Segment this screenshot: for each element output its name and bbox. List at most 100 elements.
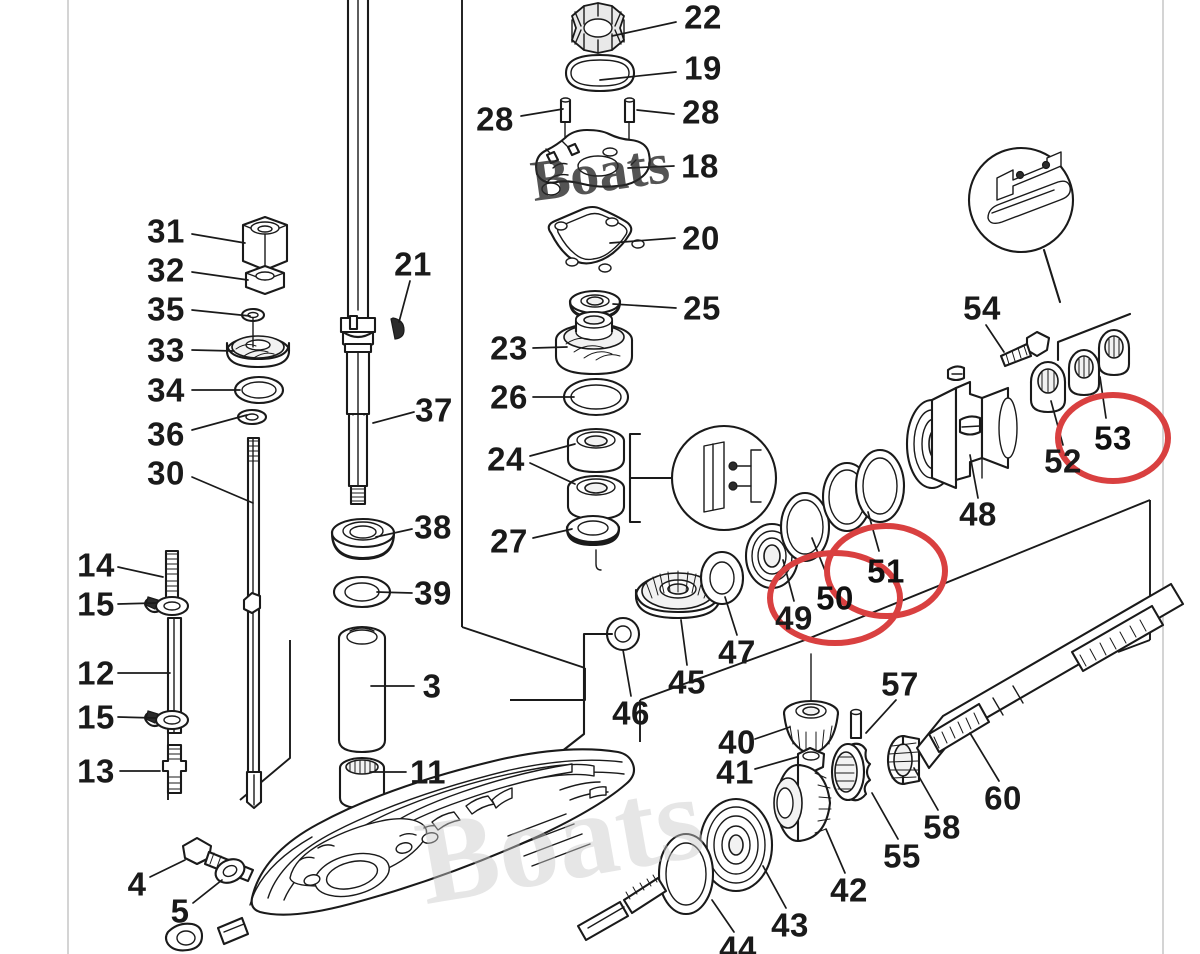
part-23-water-pump: [554, 310, 634, 376]
part-number-label-3: 3: [422, 667, 442, 705]
part-number-label-54: 54: [963, 289, 1001, 327]
part-24-bearing-upper: [566, 427, 626, 474]
part-60-propeller-shaft: [915, 582, 1185, 770]
part-47-shim-washer: [699, 550, 745, 606]
part-19-gasket-oring: [564, 53, 636, 93]
part-51b-ring: [854, 448, 906, 524]
part-number-label-45: 45: [668, 663, 706, 701]
leader-lines: [117, 21, 1107, 933]
part-number-label-31: 31: [147, 212, 185, 250]
part-31-nut: [241, 215, 289, 272]
part-number-label-38: 38: [414, 508, 452, 546]
part-number-label-48: 48: [959, 495, 997, 533]
part-number-label-52: 52: [1044, 442, 1082, 480]
part-38-bearing: [330, 517, 396, 561]
part-26-oring: [562, 377, 630, 417]
part-34-oring: [233, 375, 285, 405]
part-40-pinion-gear: [782, 653, 840, 755]
gearcase-lower-extras: [164, 916, 250, 952]
part-53-bushing-b: [1097, 328, 1131, 377]
part-58-sleeve: [886, 734, 921, 786]
part-number-label-34: 34: [147, 371, 185, 409]
part-number-label-44: 44: [719, 929, 757, 954]
part-number-label-14: 14: [77, 546, 115, 584]
detail-callout-bubble-right: [967, 146, 1075, 304]
part-number-label-27: 27: [490, 522, 528, 560]
part-28-pin-left: [559, 97, 572, 179]
part-42-forward-gear: [773, 763, 832, 843]
part-number-label-53: 53: [1094, 419, 1132, 457]
part-number-label-23: 23: [490, 329, 528, 367]
part-number-label-36: 36: [147, 415, 185, 453]
part-number-label-46: 46: [612, 694, 650, 732]
part-48-bearing-carrier: [905, 365, 1018, 490]
part-27-seal: [565, 514, 621, 571]
highlight-ring-53: [1055, 392, 1171, 484]
part-52-bushing: [1029, 360, 1067, 414]
part-number-label-41: 41: [716, 753, 754, 791]
part-45-bevel-gear: [634, 570, 722, 620]
part-36-washer: [236, 408, 268, 426]
part-number-label-15: 15: [77, 698, 115, 736]
part-number-label-37: 37: [415, 391, 453, 429]
part-number-label-57: 57: [881, 665, 919, 703]
part-number-label-39: 39: [414, 574, 452, 612]
part-37-driveshaft: [339, 0, 377, 506]
part-14-bolt: [164, 549, 180, 609]
part-number-label-33: 33: [147, 331, 185, 369]
part-number-label-22: 22: [684, 0, 722, 36]
part-46-bushing: [536, 616, 641, 772]
part-13-fitting: [161, 743, 188, 795]
part-number-label-4: 4: [127, 865, 147, 903]
part-50-oring: [779, 491, 831, 563]
part-number-label-60: 60: [984, 779, 1022, 817]
part-55-clutch-dog: [830, 742, 872, 802]
part-53-group-bracket: [1056, 312, 1132, 362]
part-number-label-51: 51: [867, 552, 905, 590]
part-44-spring-screw: [576, 874, 668, 942]
part-57-cross-pin: [849, 708, 863, 740]
part-number-label-15: 15: [77, 585, 115, 623]
part-15-clamp-lower: [144, 709, 190, 731]
part-number-label-42: 42: [830, 871, 868, 909]
part-number-label-19: 19: [684, 49, 722, 87]
part-number-label-35: 35: [147, 290, 185, 328]
part-15-clamp-upper: [144, 595, 190, 617]
part-number-label-30: 30: [147, 454, 185, 492]
gearcase-ribs: [507, 813, 591, 867]
detail-callout-bubble-left: [670, 424, 778, 532]
part-24-group-bracket: [628, 432, 674, 524]
part-number-label-13: 13: [77, 752, 115, 790]
part-33-impeller-housing: [225, 317, 291, 369]
gearcase-housing: [249, 748, 636, 916]
part-5-washer: [214, 858, 246, 884]
part-number-label-18: 18: [681, 147, 719, 185]
part-3-sleeve: [337, 625, 387, 754]
highlight-ring-51: [824, 523, 948, 619]
part-number-label-43: 43: [771, 906, 809, 944]
part-44-shim-ring: [657, 832, 715, 916]
part-number-label-58: 58: [923, 808, 961, 846]
part-20-gasket: [547, 205, 645, 273]
part-number-label-24: 24: [487, 440, 525, 478]
part-number-label-32: 32: [147, 251, 185, 289]
page-border: [67, 0, 1164, 954]
part-number-label-25: 25: [683, 289, 721, 327]
part-54-bolt: [999, 330, 1051, 368]
part-53-bushing-a: [1067, 348, 1101, 397]
part-number-label-21: 21: [394, 245, 432, 283]
part-number-label-47: 47: [718, 633, 756, 671]
part-number-label-55: 55: [883, 837, 921, 875]
part-30-shift-rod: [242, 436, 263, 810]
part-24-bearing-lower: [566, 474, 626, 521]
part-32-washer: [244, 264, 286, 296]
part-number-label-5: 5: [170, 892, 190, 930]
part-18-pump-housing: [535, 128, 651, 196]
part-number-label-11: 11: [410, 753, 446, 791]
part-number-label-26: 26: [490, 378, 528, 416]
part-number-label-40: 40: [718, 723, 756, 761]
part-43-bearing: [698, 797, 774, 893]
part-number-label-50: 50: [816, 579, 854, 617]
part-22-impeller: [571, 2, 625, 54]
